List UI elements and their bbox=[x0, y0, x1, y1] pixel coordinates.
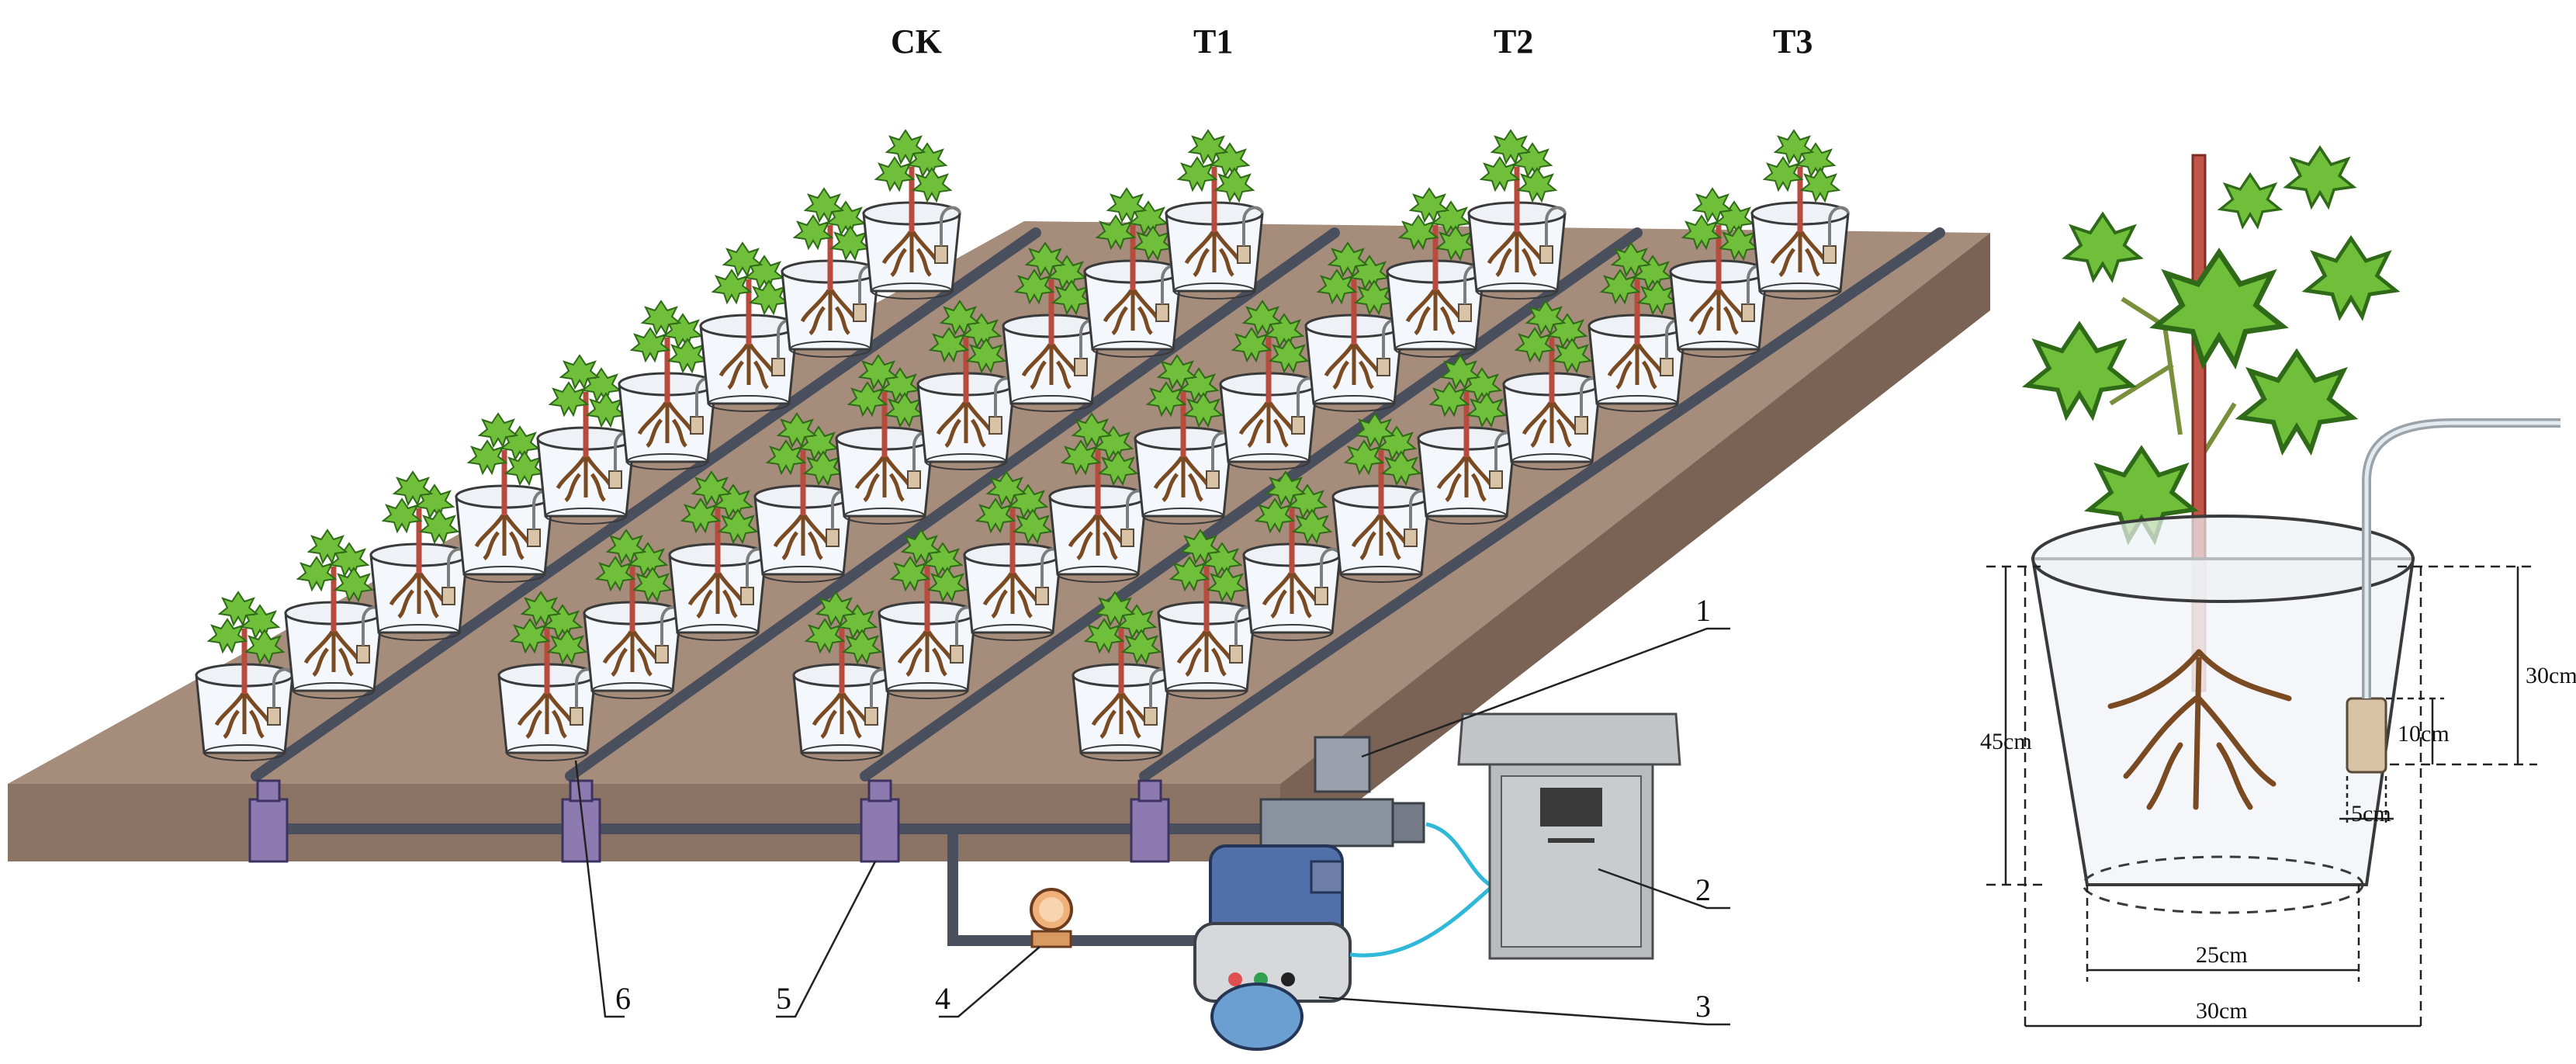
pot-detail bbox=[2027, 146, 2560, 914]
solenoid-valve-icon bbox=[248, 779, 289, 863]
pot-icon bbox=[1469, 130, 1565, 299]
root-system bbox=[2107, 649, 2292, 810]
dimension-lines bbox=[1986, 565, 2537, 1032]
soil-bed-front bbox=[8, 784, 1280, 861]
pot-icon bbox=[864, 130, 960, 299]
drip-pipes bbox=[251, 227, 1945, 782]
group-label-t1: T1 bbox=[1193, 23, 1233, 61]
dim-sensor-height: 10cm bbox=[2398, 721, 2450, 747]
callout-5: 5 bbox=[776, 981, 791, 1016]
soil-bed-top bbox=[8, 221, 1990, 784]
pot-icon bbox=[371, 472, 467, 640]
dim-sensor-width: 5cm bbox=[2351, 801, 2391, 827]
callout-1: 1 bbox=[1695, 593, 1711, 628]
control-box-icon bbox=[1457, 712, 1681, 960]
pot-icon bbox=[538, 355, 634, 524]
feed-pipe bbox=[947, 829, 1210, 946]
callout-leaders bbox=[574, 627, 1730, 1026]
water-pump-icon bbox=[1193, 736, 1425, 1051]
pot-icon bbox=[1166, 130, 1262, 299]
callout-6: 6 bbox=[615, 981, 631, 1016]
dim-pot-height: 45cm bbox=[1980, 729, 2032, 754]
solenoid-valves bbox=[248, 779, 1170, 863]
pressure-gauge-icon bbox=[1030, 888, 1073, 948]
group-label-t2: T2 bbox=[1494, 23, 1533, 61]
dim-top-diameter: 30cm bbox=[2196, 998, 2248, 1024]
grapevine-icon bbox=[2027, 146, 2396, 540]
sensor-cable bbox=[1425, 822, 1491, 887]
dim-sensor-depth: 30cm bbox=[2526, 663, 2576, 688]
soil-bed-side bbox=[1280, 233, 1990, 861]
pot-icon bbox=[286, 530, 382, 698]
pot-icon bbox=[701, 243, 797, 411]
callout-3: 3 bbox=[1695, 989, 1711, 1024]
callout-2: 2 bbox=[1695, 872, 1711, 907]
callout-4: 4 bbox=[935, 981, 950, 1016]
group-label-t3: T3 bbox=[1773, 23, 1813, 61]
solenoid-valve-icon bbox=[1130, 779, 1170, 863]
soil-sensor-icon bbox=[2346, 418, 2560, 774]
pot-icon bbox=[196, 592, 293, 761]
group-label-ck: CK bbox=[891, 23, 942, 61]
solenoid-valve-icon bbox=[860, 779, 900, 863]
dim-bottom-diameter: 25cm bbox=[2196, 942, 2248, 968]
sensor-cable bbox=[1349, 887, 1491, 958]
pot-icon bbox=[1752, 130, 1848, 299]
